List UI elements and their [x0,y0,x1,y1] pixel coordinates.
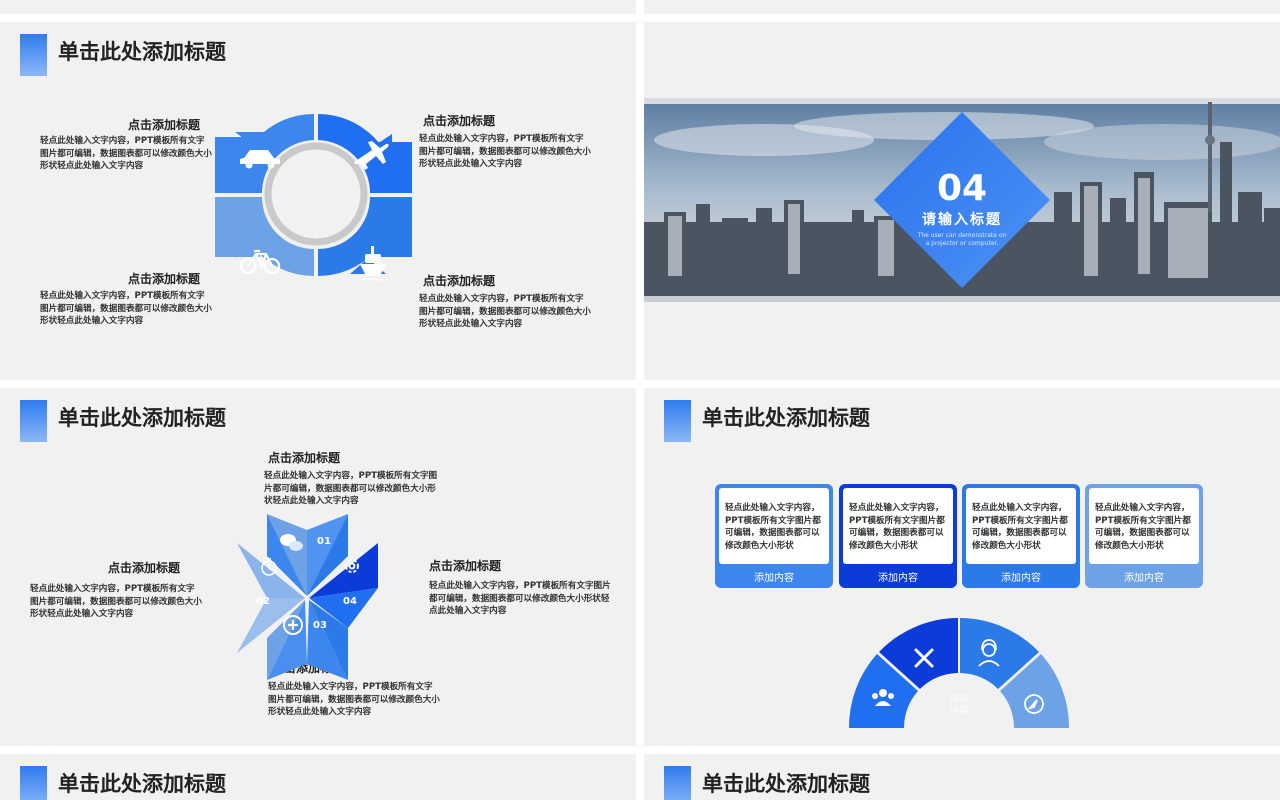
pinwheel-segment [307,600,348,680]
semicircle-diagram: 添加 内容 [848,618,1070,728]
section-number: 04 [937,168,987,209]
stopwatch-icon [261,558,277,576]
support-agent-icon [978,639,1000,667]
ring-diagram [215,114,412,281]
title-accent-bar [664,766,691,800]
block-title: 点击添加标题 [423,274,496,288]
center-label: 内容 [950,704,968,716]
block-title: 点击添加标题 [128,272,201,286]
slide-partial-top-left[interactable] [0,0,636,14]
block-text: 轻点此处输入文字内容，PPT模板所有文字图片都可编辑，数据图表都可以修改颜色大小… [268,682,440,717]
card-text: 轻点此处输入文字内容，PPT模板所有文字图片都可编辑，数据图表都可以修改颜色大小… [725,503,821,551]
card-footer: 添加内容 [1001,573,1041,584]
slide-title: 单击此处添加标题 [702,406,870,430]
content-card: 轻点此处输入文字内容，PPT模板所有文字图片都可编辑，数据图表都可以修改颜色大小… [1085,484,1203,588]
gears-icon [345,559,359,573]
content-card: 轻点此处输入文字内容，PPT模板所有文字图片都可编辑，数据图表都可以修改颜色大小… [962,484,1080,588]
chat-bubbles-icon [280,534,303,551]
block-title: 点击添加标题 [128,118,201,132]
title-accent-bar [20,766,47,800]
car-icon [240,150,280,169]
slide-thumbnail-5[interactable]: 单击此处添加标题 [0,754,636,800]
slide-thumbnail-2[interactable]: 04 请输入标题 The user can demonstrate on a p… [644,22,1280,380]
pinwheel-segment [307,514,348,596]
slide-thumbnail-6[interactable]: 单击此处添加标题 [644,754,1280,800]
city-photo: 04 请输入标题 The user can demonstrate on a p… [644,102,1280,302]
block-text: 轻点此处输入文字内容，PPT模板所有文字图片都可编辑，数据图表都可以修改颜色大小… [419,294,591,329]
slide-thumbnail-1[interactable]: 单击此处添加标题 点击添加标题 轻点此处输入文字内容，PPT模板所有文字图片都可… [0,22,636,380]
slide-title: 单击此处添加标题 [58,40,226,64]
center-label: 添加 [950,693,968,704]
title-accent-bar [20,400,47,442]
ring-segment-corner [215,137,260,193]
tools-icon [914,648,934,668]
ring-segment-corner [215,197,260,257]
block-text: 轻点此处输入文字内容，PPT模板所有文字图片都可编辑，数据图表都可以修改颜色大小… [30,584,202,619]
slide-title: 单击此处添加标题 [702,772,870,796]
section-caption: The user can demonstrate on [917,232,1007,239]
pinwheel-segment [237,598,305,653]
content-card: 轻点此处输入文字内容，PPT模板所有文字图片都可编辑，数据图表都可以修改颜色大小… [839,484,957,588]
pinwheel-segment [267,600,305,680]
card-text: 轻点此处输入文字内容，PPT模板所有文字图片都可编辑，数据图表都可以修改颜色大小… [1095,503,1191,551]
title-accent-bar [664,400,691,442]
plus-circle-icon [283,615,303,635]
card-text: 轻点此处输入文字内容，PPT模板所有文字图片都可编辑，数据图表都可以修改颜色大小… [849,503,945,551]
title-diamond [874,112,1050,288]
ring-inner-circle [264,142,368,246]
block-text: 轻点此处输入文字内容，PPT模板所有文字图片都可编辑，数据图表都可以修改颜色大小… [419,134,591,169]
pinwheel-segment [309,543,378,598]
airplane-icon [354,141,389,170]
slide-title: 单击此处添加标题 [58,772,226,796]
block-text: 轻点此处输入文字内容，PPT模板所有文字图片都可编辑，数据图表都可以修改颜色大小… [40,291,212,326]
slide-title: 单击此处添加标题 [58,406,226,430]
pinwheel-segment [267,514,307,596]
ring-segment-corner [372,197,412,257]
ship-icon [360,246,386,281]
pinwheel-segment [267,600,307,680]
card-footer: 添加内容 [878,573,918,584]
step-number: 03 [313,620,327,631]
bicycle-icon [239,249,281,275]
users-icon [872,689,894,706]
content-card: 轻点此处输入文字内容，PPT模板所有文字图片都可编辑，数据图表都可以修改颜色大小… [715,484,833,588]
block-title: 点击添加标题 [423,114,496,128]
compass-icon [1024,694,1044,714]
card-footer: 添加内容 [1124,573,1164,584]
card-text: 轻点此处输入文字内容，PPT模板所有文字图片都可编辑，数据图表都可以修改颜色大小… [972,503,1068,551]
step-number: 02 [256,596,270,607]
block-text: 轻点此处输入文字内容，PPT模板所有文字图片都可编辑，数据图表都可以修改颜色大小… [40,136,212,171]
block-title: 点击添加标题 [429,559,502,573]
pinwheel-diagram: 01 02 03 04 [237,514,378,680]
ring-center [262,140,370,248]
slide-thumbnail-3[interactable]: 单击此处添加标题 点击添加标题 轻点此处输入文字内容，PPT模板所有文字图片都可… [0,388,636,746]
step-number: 01 [317,536,331,547]
block-title: 点击添加标题 [108,561,181,575]
block-text: 轻点此处输入文字内容，PPT模板所有文字图片都可编辑，数据图表都可以修改颜色大小… [264,471,438,506]
step-number: 04 [343,596,357,607]
section-caption: a projector or computer. [926,240,999,247]
pinwheel-segment [309,588,378,628]
block-title: 点击添加标题 [268,451,341,465]
slide-thumbnail-4[interactable]: 单击此处添加标题 轻点此处输入文字内容，PPT模板所有文字图片都可编辑，数据图表… [644,388,1280,746]
title-accent-bar [20,34,47,76]
arc-segment [1000,654,1070,728]
block-text: 轻点此处输入文字内容，PPT模板所有文字图片都可编辑，数据图表都可以修改颜色大小… [429,581,611,616]
pinwheel-segment [237,543,305,598]
card-footer: 添加内容 [754,573,794,584]
arc-segment [960,618,1039,689]
slide-partial-top-right[interactable] [644,0,1280,14]
section-heading: 请输入标题 [922,211,1002,228]
